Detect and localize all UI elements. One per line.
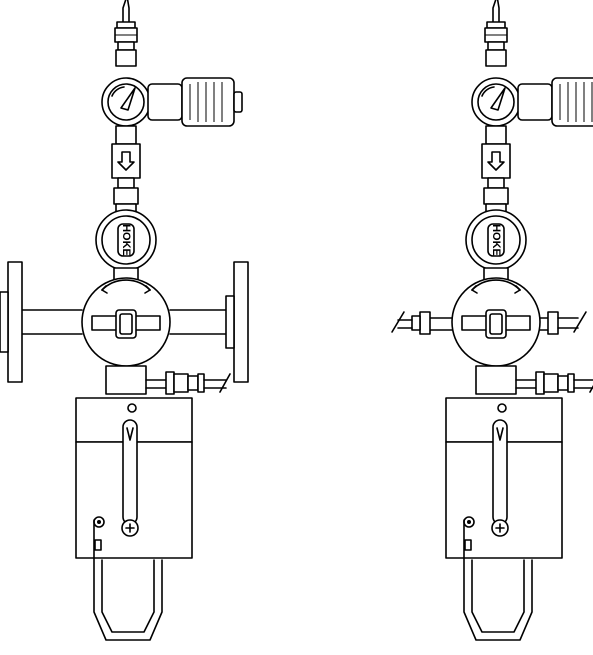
- tube-fitting-left: [391, 311, 453, 335]
- tube-fitting-right: [539, 311, 587, 335]
- valve-logo: HOKE: [120, 224, 132, 256]
- flange-left: [0, 261, 83, 383]
- sampler-unit-tube: HOKE: [391, 0, 593, 641]
- sampler-unit-flange: HOKE: [0, 0, 249, 641]
- flange-right: [169, 261, 249, 383]
- valve-logo: HOKE: [490, 224, 502, 256]
